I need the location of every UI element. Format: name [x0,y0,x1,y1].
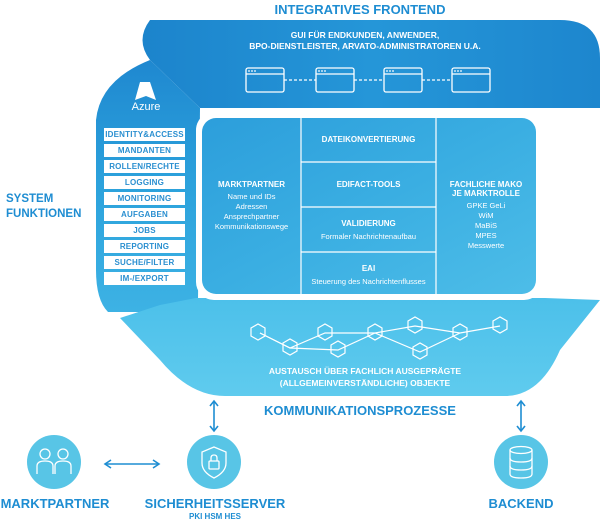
eai-sub: Steuerung des Nachrichtenflusses [311,277,426,286]
marktpartner-line-3: Ansprechpartner [223,212,280,221]
frontend-band [142,20,600,108]
fachliche-block: FACHLICHE MAKO JE MARKTROLLE GPKE GeLi W… [436,180,536,251]
fachliche-line-1: GPKE GeLi [466,201,506,210]
hexagon-network-icon [250,316,508,360]
arrow-partner-security-icon [103,459,161,469]
window-dots-icon [248,70,462,72]
arrow-frontend-security-icon [209,399,219,433]
system-item-export: IM-/EXPORT [104,272,185,285]
center-box [202,118,536,294]
marktpartner-line-1: Name und IDs [227,192,276,201]
marktpartner-block: MARKTPARTNER Name und IDs Adressen Anspr… [202,180,301,232]
system-item-reporting: REPORTING [104,240,185,253]
dateikonvertierung-title: DATEIKONVERTIERUNG [321,135,416,144]
system-item-rollen: ROLLEN/RECHTE [104,160,185,173]
system-item-logging: LOGGING [104,176,185,189]
fachliche-line-3: MaBiS [474,221,498,230]
marktpartner-title: MARKTPARTNER [218,180,285,189]
validierung-sub: Formaler Nachrichtenaufbau [320,232,417,241]
database-icon [509,445,533,479]
marktpartner-line-4: Kommunikationswege [214,222,289,231]
exchange-line-2: (ALLGEMEINVERSTÄNDLICHE) OBJEKTE [279,378,451,388]
sicherheitsserver-node-sub: PKI HSM HES [188,512,241,521]
exchange-band [120,298,600,396]
marktpartner-line-2: Adressen [235,202,268,211]
system-item-identity: IDENTITY&ACCESS [104,128,185,141]
edifact-title: EDIFACT-TOOLS [336,180,401,189]
system-item-jobs: JOBS [104,224,185,237]
azure-label: Azure [131,101,161,113]
frontend-subtitle-2: BPO-DIENSTLEISTER, ARVATO-ADMINISTRATORE… [249,41,481,51]
azure-logo-icon [135,82,156,100]
system-item-aufgaben: AUFGABEN [104,208,185,221]
arrow-frontend-backend-icon [516,399,526,433]
validierung-title: VALIDIERUNG [341,219,396,228]
shield-lock-icon [201,446,227,479]
marktpartner-node-label: MARKTPARTNER [0,496,110,511]
sicherheitsserver-node [187,435,241,489]
system-title-2: FUNKTIONEN [6,208,82,220]
marktpartner-node [27,435,81,489]
fachliche-title-1: FACHLICHE MAKO [449,180,523,189]
frontend-subtitle-1: GUI FÜR ENDKUNDEN, ANWENDER, [290,30,440,40]
frontend-title: INTEGRATIVES FRONTEND [274,2,446,17]
system-item-monitoring: MONITORING [104,192,185,205]
eai-title: EAI [361,264,376,273]
fachliche-line-2: WiM [478,211,494,220]
backend-node-label: BACKEND [488,496,554,511]
system-title-1: SYSTEM [6,193,54,205]
kommunikation-title: KOMMUNIKATIONSPROZESSE [264,403,456,418]
exchange-line-1: AUSTAUSCH ÜBER FACHLICH AUSGEPRÄGTE [268,366,462,376]
people-icon [36,448,72,474]
fachliche-line-5: Messwerte [467,241,505,250]
fachliche-line-4: MPES [475,231,497,240]
system-item-mandanten: MANDANTEN [104,144,185,157]
sicherheitsserver-node-label: SICHERHEITSSERVER [144,496,286,511]
system-item-suche: SUCHE/FILTER [104,256,185,269]
fachliche-title-2: JE MARKTROLLE [452,189,520,198]
